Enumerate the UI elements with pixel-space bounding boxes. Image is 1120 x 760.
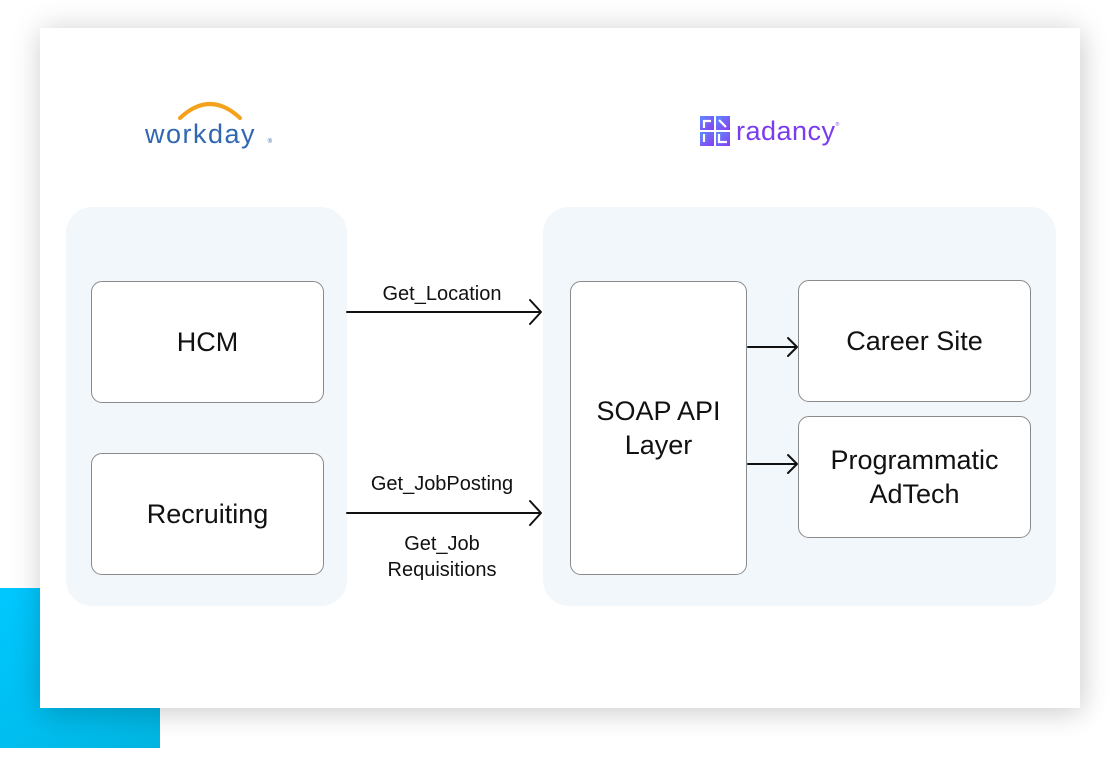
workday-arc-icon <box>178 102 242 120</box>
get-job-requisitions-label: Get_Job Requisitions <box>347 531 537 583</box>
career-site-box: Career Site <box>798 280 1031 402</box>
radancy-logo: radancy ® <box>700 114 839 148</box>
get-location-label: Get_Location <box>382 283 502 305</box>
workday-wordmark: workday <box>145 119 257 149</box>
registered-mark: ® <box>835 122 840 128</box>
programmatic-adtech-box: Programmatic AdTech <box>798 416 1031 538</box>
adtech-label-line-1: Programmatic <box>830 445 999 475</box>
workday-logo: workday ® <box>145 98 275 154</box>
adtech-label-line-2: AdTech <box>869 479 960 509</box>
registered-mark: ® <box>267 139 272 145</box>
soap-api-layer-box: SOAP API Layer <box>570 281 747 575</box>
hcm-box: HCM <box>91 281 324 403</box>
soap-label-line-1: SOAP API <box>596 396 721 426</box>
soap-label-line-2: Layer <box>624 430 693 460</box>
radancy-wordmark: radancy <box>736 115 836 146</box>
career-site-label: Career Site <box>846 326 983 356</box>
recruiting-box: Recruiting <box>91 453 324 575</box>
radancy-grid-icon <box>700 116 730 146</box>
get-job-requisitions-line-2: Requisitions <box>387 559 497 581</box>
get-job-requisitions-line-1: Get_Job <box>404 533 480 555</box>
recruiting-label: Recruiting <box>146 499 269 529</box>
hcm-label: HCM <box>176 327 239 357</box>
get-jobposting-label: Get_JobPosting <box>370 473 514 495</box>
